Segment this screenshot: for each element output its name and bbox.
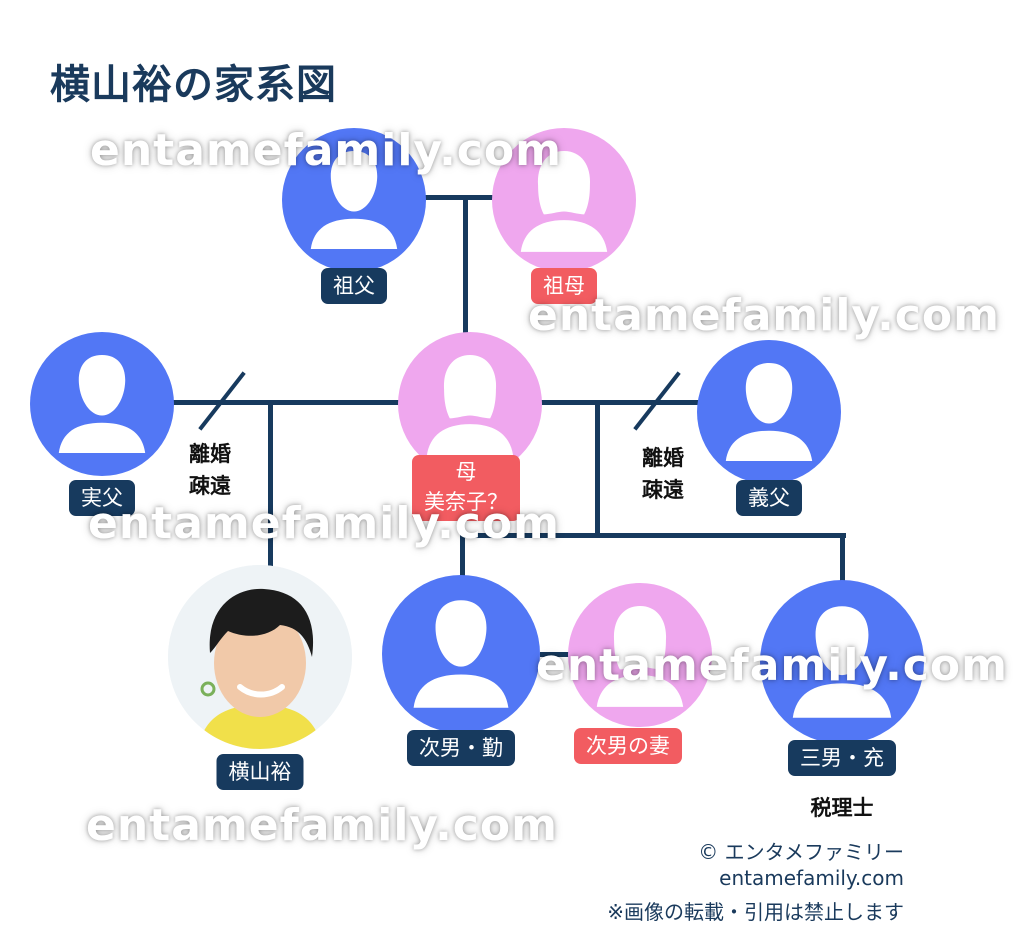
second-son-wife-node	[568, 583, 712, 727]
grandfather-label: 祖父	[321, 268, 387, 304]
watermark: entamefamily.com	[88, 498, 560, 549]
half-siblings-bar-line	[460, 533, 846, 538]
mother-name: 美奈子？	[424, 490, 508, 514]
person-silhouette-icon	[413, 600, 509, 708]
person-silhouette-icon	[792, 606, 892, 718]
grandmother-label: 祖母	[531, 268, 597, 304]
grandparents-descent-line	[463, 197, 468, 339]
subject-portrait	[168, 565, 352, 749]
subject-descent-line	[268, 400, 273, 568]
left-divorce-text: 離婚	[189, 442, 231, 466]
person-silhouette-icon	[520, 151, 608, 252]
second-son-drop-line	[460, 533, 465, 578]
grandfather-node	[282, 128, 426, 272]
person-silhouette-icon	[426, 355, 514, 456]
third-son-label: 三男・充	[788, 740, 896, 776]
second-son-node	[382, 575, 540, 733]
birth-father-node	[30, 332, 174, 476]
site-url: entamefamily.com	[719, 866, 904, 890]
third-son-node	[760, 580, 924, 744]
watermark: entamefamily.com	[86, 800, 558, 851]
stepfather-label: 義父	[736, 480, 802, 516]
second-son-wife-label: 次男の妻	[574, 728, 682, 764]
birth-father-label: 実父	[69, 480, 135, 516]
half-siblings-descent-line	[595, 400, 600, 538]
watermark: entamefamily.com	[536, 640, 1008, 691]
right-relationship-note: 離婚 疎遠	[642, 442, 684, 506]
step-parents-line	[540, 400, 700, 405]
reuse-notice: ※画像の転載・引用は禁止します	[607, 900, 904, 924]
subject-label: 横山裕	[216, 754, 304, 790]
right-estranged-text: 疎遠	[642, 478, 684, 502]
person-silhouette-icon	[596, 606, 684, 707]
mother-role: 母	[455, 460, 477, 484]
stepfather-node	[697, 340, 841, 484]
birth-parents-line	[173, 400, 400, 405]
grandparents-line	[422, 195, 494, 200]
left-estranged-text: 疎遠	[189, 474, 231, 498]
grandmother-node	[492, 128, 636, 272]
page-title: 横山裕の家系図	[50, 62, 337, 108]
third-son-drop-line	[840, 533, 845, 583]
person-silhouette-icon	[310, 151, 398, 249]
second-son-marriage-line	[540, 652, 580, 657]
left-relationship-note: 離婚 疎遠	[189, 438, 231, 502]
mother-label: 母 美奈子？	[412, 455, 520, 521]
mother-node	[398, 332, 542, 476]
third-son-occupation: 税理士	[810, 796, 874, 820]
copyright-credit: © エンタメファミリー	[698, 840, 904, 864]
person-silhouette-icon	[725, 363, 813, 461]
second-son-label: 次男・勤	[407, 730, 515, 766]
watermark: entamefamily.com	[90, 125, 562, 176]
right-divorce-text: 離婚	[642, 446, 684, 470]
watermark: entamefamily.com	[528, 290, 1000, 341]
person-silhouette-icon	[58, 355, 146, 453]
